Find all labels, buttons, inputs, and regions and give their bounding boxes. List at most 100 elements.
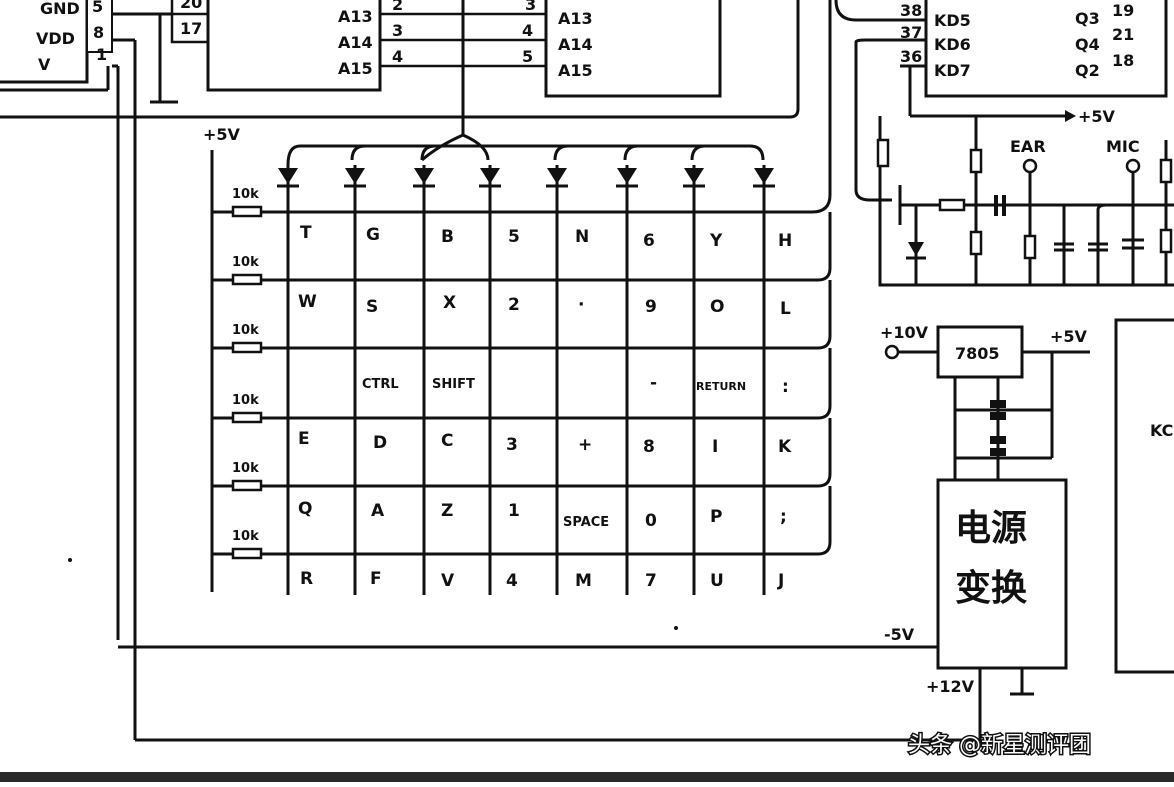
left-chip-pin-gnd: GND [40,0,80,18]
diode [480,168,500,184]
left-chip-pin-num: 5 [92,0,103,16]
key-label: S [366,297,378,317]
left-chip-pin-v: V [38,55,51,74]
address-pin: 3 [525,0,536,14]
left-chip: GND VDD V 5 8 1 [0,0,113,84]
chip-pin-label: KD5 [934,11,971,30]
address-chip-a: A13 A14 A15 2 3 4 [206,0,546,92]
key-label: 1 [508,501,520,521]
resistor-value: 10k [232,187,259,202]
resistor-value: 10k [232,323,259,338]
key-labels: T G B 5 N 6 Y H W S X 2 · 9 O L CTRL SHI… [298,223,792,591]
chip-pin-label: Q4 [1075,35,1100,54]
key-label: C [441,431,453,451]
chip-pin-label: Q2 [1075,61,1100,80]
address-pin: 4 [522,21,533,40]
supply-label: +10V [880,323,929,342]
power-supply: +10V 7805 +5V 电源 变换 -5V +12V KC [118,318,1174,742]
key-label: 3 [506,435,518,455]
key-label: W [298,292,317,312]
left-chip-pin-num: 8 [93,23,104,42]
diode [278,168,298,184]
kc-label: KC [1150,421,1173,440]
address-label: A15 [338,59,373,78]
address-pin: 5 [522,47,533,66]
key-label: I [712,437,718,457]
address-pin: 4 [392,47,403,66]
supply-label: -5V [884,625,915,644]
key-label: B [441,227,454,247]
chip-pin-label: KD7 [934,61,971,80]
supply-label: +5V [1050,327,1088,346]
pin-number: 20 [180,0,202,12]
key-label: Z [441,501,453,521]
diode [414,168,434,184]
pin-number: 17 [180,19,202,38]
key-label: L [780,299,791,319]
key-label: G [366,225,380,245]
resistor-value: 10k [232,461,259,476]
address-pin: 2 [392,0,403,14]
diode [684,168,704,184]
key-label: 6 [643,231,655,251]
power-box-line2: 变换 [955,567,1027,609]
chip-pin: 37 [900,23,922,42]
watermark: 头条 @新星测评团 [908,733,1091,758]
address-chip-b: A13 A14 A15 3 4 5 [522,0,722,98]
pin-block: 20 17 [170,0,210,44]
key-label: SPACE [563,515,609,530]
resistor-value: 10k [232,393,259,408]
chip-pin-label: Q3 [1075,9,1100,28]
key-label: 0 [645,511,657,531]
key-label: P [710,507,722,527]
address-label: A13 [558,9,593,28]
key-label: D [373,433,387,453]
resistor [231,341,263,354]
resistor-value: 10k [232,529,259,544]
tape-interface: EAR MIC [876,116,1174,287]
key-label: : [782,377,789,397]
resistor-ladder: 10k 10k 10k 10k 10k 10k [231,187,263,560]
supply-label: +12V [926,677,975,696]
key-label: 7 [645,571,657,591]
chip-pin: 19 [1112,1,1134,20]
key-label: U [710,571,724,591]
key-label: F [370,569,382,589]
key-label: ; [780,507,787,527]
supply-label: +5V [1078,107,1116,126]
regulator-label: 7805 [955,344,1000,363]
key-label: - [650,373,657,393]
chip-pin: 18 [1112,51,1134,70]
key-label: SHIFT [432,377,475,392]
diode [345,168,365,184]
key-label: R [300,569,313,589]
ear-label: EAR [1010,137,1046,156]
key-label: M [575,571,592,591]
right-chip: 38 37 36 KD5 KD6 KD7 Q3 Q4 Q2 19 21 18 +… [834,0,1168,202]
key-label: A [371,501,385,521]
resistor [231,205,263,218]
left-chip-pin-num: 1 [96,45,107,64]
resistor [231,547,263,560]
key-label: 4 [506,571,518,591]
key-label: Q [298,499,312,519]
chip-pin: 21 [1112,25,1134,44]
address-label: A14 [338,33,373,52]
keyboard-matrix: +5V [203,0,832,595]
resistor-value: 10k [232,255,259,270]
key-label: V [441,571,455,591]
diode [617,168,637,184]
address-label: A15 [558,61,593,80]
left-chip-pin-vdd: VDD [36,29,75,48]
key-label: 9 [645,297,657,317]
key-label: Y [709,231,723,251]
key-label: 5 [508,227,520,247]
diode [754,168,774,184]
key-label: 2 [508,295,520,315]
supply-label: +5V [203,125,241,144]
address-label: A14 [558,35,593,54]
key-label: J [777,571,784,591]
key-label: CTRL [362,377,399,392]
key-label: 8 [643,437,655,457]
